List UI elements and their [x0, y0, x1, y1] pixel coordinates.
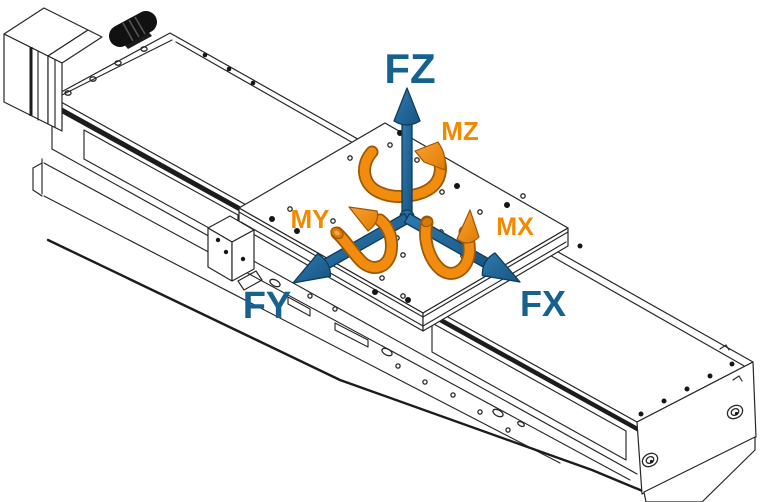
mx-arrowhead — [456, 209, 480, 244]
label-mz: MZ — [441, 116, 479, 146]
fx-arrowhead — [481, 252, 521, 283]
flange-holes — [269, 278, 525, 433]
label-fx: FX — [520, 283, 566, 324]
top-face-left-chamfer — [59, 39, 173, 97]
countersunk-hole — [641, 452, 659, 468]
moment-arrow-my — [330, 206, 398, 274]
countersunk-hole — [726, 404, 744, 420]
motor-block — [3, 7, 157, 132]
side-cover-right — [431, 322, 627, 461]
fy-arrowhead — [292, 253, 332, 284]
end-face — [636, 344, 757, 502]
motor-connector — [109, 11, 157, 49]
flange-tab — [287, 296, 311, 317]
label-my: MY — [291, 204, 330, 234]
limit-sensor-block — [207, 215, 263, 291]
machine-drawing — [3, 7, 757, 502]
flange-tab — [334, 322, 369, 348]
sensor-bracket — [237, 270, 263, 291]
label-fz: FZ — [384, 45, 435, 92]
tube-end-cap — [421, 216, 433, 228]
my-arrowhead — [348, 206, 379, 232]
mz-arrowhead — [414, 141, 446, 171]
base-bottom-edge — [46, 238, 647, 494]
label-fy: FY — [243, 285, 292, 327]
moment-arrow-mx — [419, 209, 480, 280]
label-mx: MX — [496, 213, 534, 241]
